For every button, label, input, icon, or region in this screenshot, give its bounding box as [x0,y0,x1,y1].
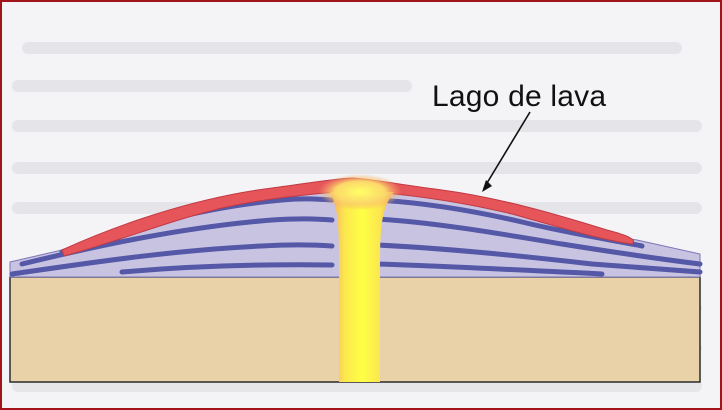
vent-glow [318,174,402,210]
lava-lake-label: Lago de lava [432,80,606,114]
